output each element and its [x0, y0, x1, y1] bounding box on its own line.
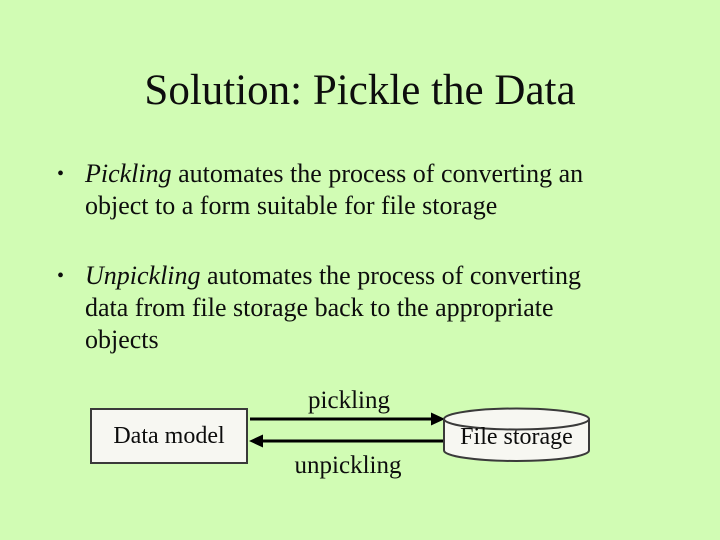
data-model-label: Data model	[113, 422, 225, 449]
unpickling-arrow-label: unpickling	[294, 452, 402, 479]
bullet-line: data from file storage back to the appro…	[85, 293, 554, 322]
bullet-lead-italic: Unpickling	[85, 261, 201, 290]
data-model-box: Data model	[90, 408, 248, 464]
bullet-text: Pickling automates the process of conver…	[85, 158, 688, 222]
bullet-lead-italic: Pickling	[85, 159, 172, 188]
pickling-arrow-label: pickling	[308, 387, 390, 414]
bullet-line: Unpickling automates the process of conv…	[85, 260, 688, 292]
bullet-text: Unpickling automates the process of conv…	[85, 260, 688, 356]
bullet-line-rest: automates the process of converting	[200, 261, 582, 290]
bullet-marker: •	[57, 265, 65, 287]
bullet-marker: •	[57, 163, 65, 185]
bullet-line: object to a form suitable for file stora…	[85, 191, 498, 220]
bullet-item-pickling: • Pickling automates the process of conv…	[48, 158, 688, 222]
bullet-line: objects	[85, 325, 159, 354]
file-storage-label: File storage	[460, 424, 573, 450]
bullet-item-unpickling: • Unpickling automates the process of co…	[48, 260, 688, 356]
bullet-line: Pickling automates the process of conver…	[85, 158, 688, 190]
unpickling-arrowhead-icon	[249, 434, 263, 448]
bullet-line-rest: automates the process of converting an	[171, 159, 584, 188]
slide-title: Solution: Pickle the Data	[144, 67, 576, 114]
bullet-list: • Pickling automates the process of conv…	[48, 158, 688, 356]
